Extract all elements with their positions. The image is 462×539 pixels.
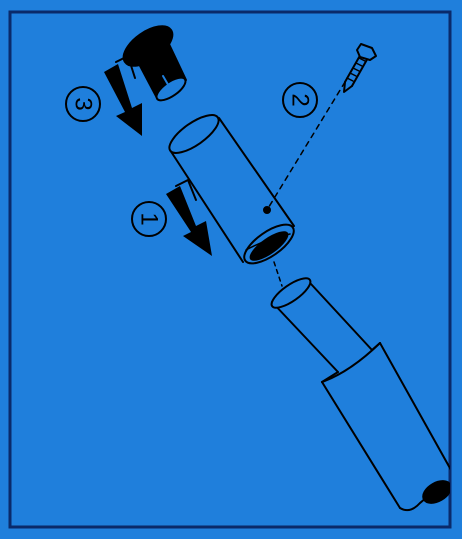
step-number-3: 3 — [70, 97, 97, 110]
step-number-1: 1 — [136, 212, 163, 225]
bolt-hole — [264, 207, 270, 213]
step-number-2: 2 — [287, 93, 314, 106]
